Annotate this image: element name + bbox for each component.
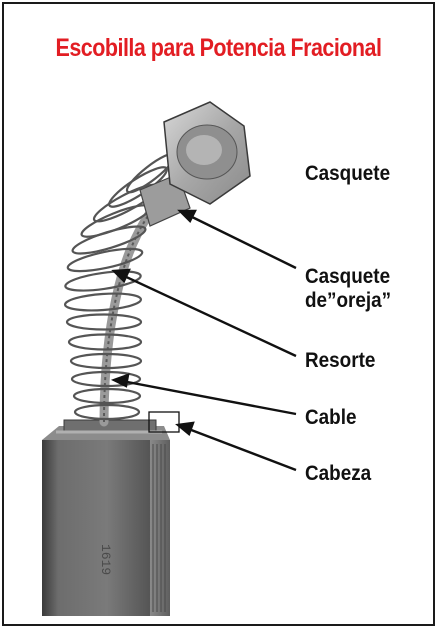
- label-cabeza: Cabeza: [305, 462, 371, 486]
- carbon-block-front: [42, 440, 150, 616]
- block-engraving: 1619: [98, 544, 113, 575]
- label-casquete-oreja-line1: Casquete: [305, 265, 390, 289]
- carbon-brush-illustration: 1619: [4, 4, 433, 624]
- label-cable: Cable: [305, 406, 356, 430]
- label-casquete: Casquete: [305, 162, 390, 186]
- carbon-block: 1619: [42, 420, 170, 616]
- cable-mount-plate: [64, 420, 156, 432]
- label-casquete-oreja-line2: de”oreja”: [305, 289, 391, 313]
- label-resorte: Resorte: [305, 349, 375, 373]
